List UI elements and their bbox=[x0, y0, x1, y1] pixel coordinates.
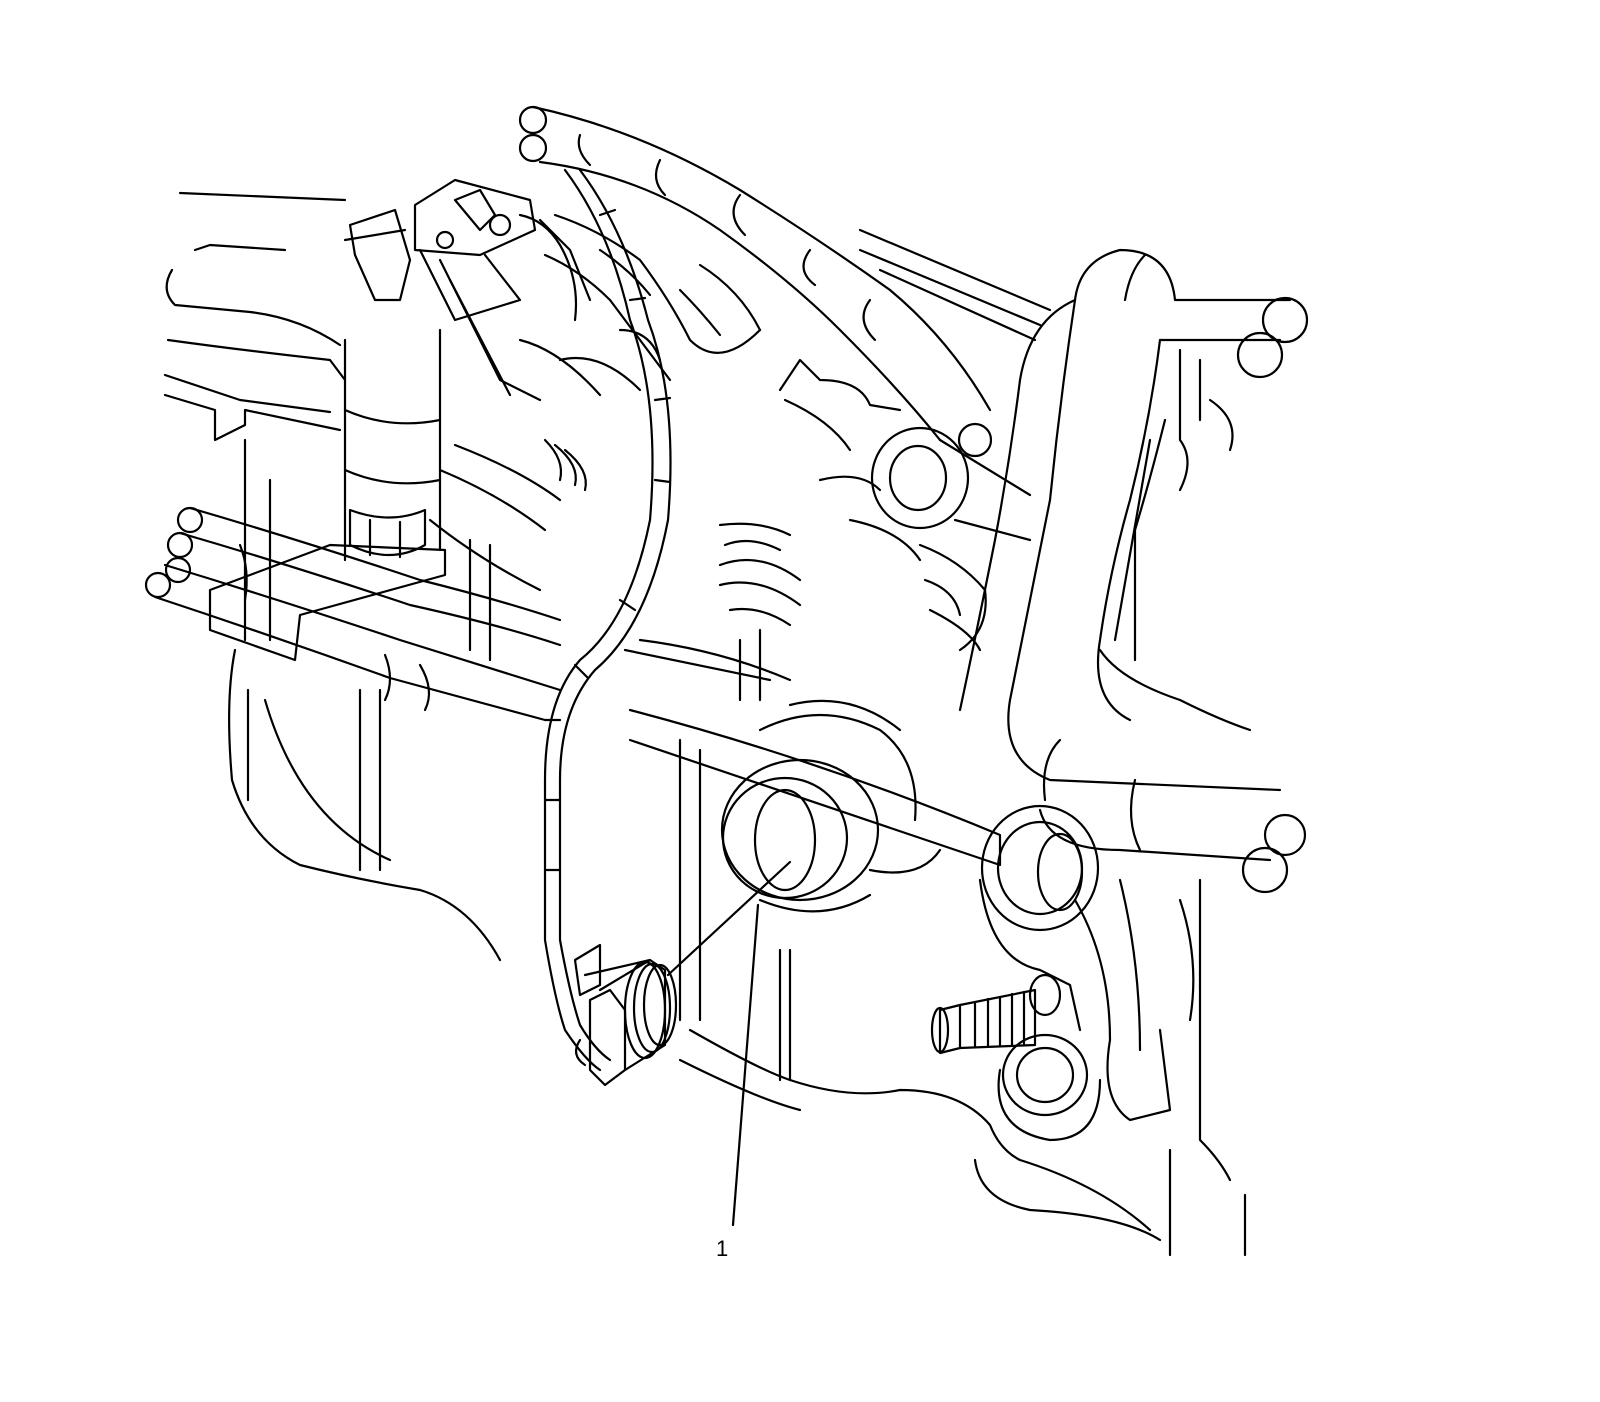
connector-top bbox=[343, 178, 592, 402]
fuel-pipe-fitting bbox=[343, 328, 442, 562]
wiring-harness-top bbox=[518, 105, 993, 458]
brake-lines-left bbox=[144, 506, 562, 722]
knock-sensor bbox=[573, 943, 678, 1087]
coolant-pipes-right bbox=[958, 248, 1309, 894]
sensor-lead-wire bbox=[543, 168, 672, 1072]
sensor-mounting-boss bbox=[720, 699, 942, 913]
callout-leader-1 bbox=[666, 860, 792, 1227]
ground-terminal bbox=[870, 426, 1032, 652]
engine-block-left bbox=[163, 191, 587, 962]
callout-number-1: 1 bbox=[716, 1236, 729, 1261]
engine-block-center bbox=[623, 228, 1162, 1242]
mounting-stud bbox=[930, 973, 1062, 1055]
pipe-bracket-right bbox=[978, 804, 1247, 1257]
